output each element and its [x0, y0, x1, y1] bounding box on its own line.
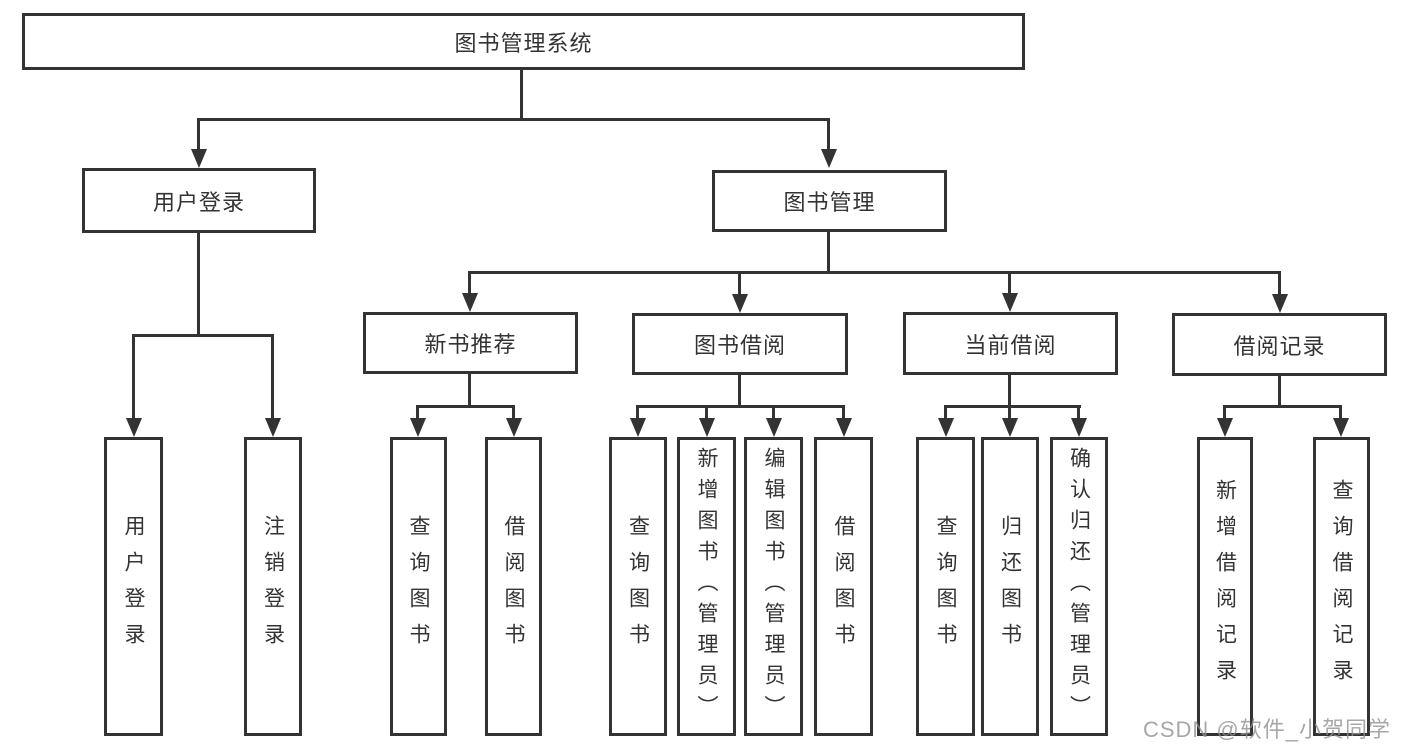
node-new-book-recommend: 新书推荐	[363, 312, 578, 374]
connector-line	[197, 118, 830, 121]
connector-line	[738, 271, 741, 297]
leaf-edit-books-admin: 编辑图书（管理员）	[744, 437, 803, 736]
arrow-down-icon	[1071, 418, 1087, 437]
connector-line	[636, 405, 639, 422]
leaf-borrow-books-recommend-label: 借阅图书	[502, 514, 525, 659]
node-current-borrow: 当前借阅	[903, 312, 1118, 375]
connector-line	[827, 118, 830, 152]
arrow-down-icon	[410, 418, 426, 437]
connector-line	[705, 405, 708, 422]
connector-line	[520, 70, 523, 118]
connector-line	[468, 271, 471, 297]
leaf-add-books-admin: 新增图书（管理员）	[677, 437, 736, 736]
leaf-return-books-label: 归还图书	[998, 514, 1022, 659]
leaf-confirm-return-admin-label: 确认归还（管理员）	[1067, 447, 1091, 726]
leaf-add-borrow-record: 新增借阅记录	[1197, 437, 1253, 736]
connector-line	[1223, 405, 1342, 408]
connector-line	[197, 118, 200, 152]
leaf-user-login: 用户登录	[104, 437, 163, 736]
connector-line	[1077, 405, 1080, 422]
arrow-down-icon	[1002, 293, 1018, 312]
leaf-logout: 注销登录	[244, 437, 302, 736]
arrow-down-icon	[191, 149, 207, 168]
leaf-add-borrow-record-label: 新增借阅记录	[1213, 478, 1237, 695]
leaf-query-borrow-record-label: 查询借阅记录	[1330, 478, 1353, 695]
connector-line	[772, 405, 775, 422]
arrow-down-icon	[1272, 294, 1288, 313]
connector-line	[197, 233, 200, 336]
arrow-down-icon	[630, 418, 646, 437]
leaf-borrow-books-label: 借阅图书	[832, 514, 855, 659]
connector-line	[1008, 271, 1011, 297]
arrow-down-icon	[506, 418, 522, 437]
arrow-down-icon	[265, 418, 281, 437]
leaf-query-borrow-record: 查询借阅记录	[1313, 437, 1370, 736]
leaf-query-books-recommend-label: 查询图书	[407, 514, 430, 659]
connector-line	[827, 232, 830, 273]
node-library-system-root: 图书管理系统	[22, 13, 1025, 70]
arrow-down-icon	[462, 293, 478, 312]
arrow-down-icon	[699, 418, 715, 437]
arrow-down-icon	[1217, 418, 1233, 437]
csdn-watermark: CSDN @软件_小贺同学	[1142, 717, 1391, 742]
leaf-logout-label: 注销登录	[261, 514, 285, 659]
node-book-borrow: 图书借阅	[632, 313, 848, 375]
arrow-down-icon	[821, 149, 837, 168]
node-borrow-records: 借阅记录	[1172, 313, 1387, 376]
leaf-add-books-admin-label: 新增图书（管理员）	[695, 447, 718, 726]
arrow-down-icon	[766, 418, 782, 437]
leaf-confirm-return-admin: 确认归还（管理员）	[1050, 437, 1108, 736]
leaf-query-books-borrow: 查询图书	[609, 437, 667, 736]
connector-line	[1008, 405, 1011, 422]
leaf-edit-books-admin-label: 编辑图书（管理员）	[762, 447, 785, 726]
connector-line	[132, 334, 135, 422]
connector-line	[1223, 405, 1226, 422]
leaf-query-books-current: 查询图书	[916, 437, 975, 736]
connector-line	[468, 271, 1281, 274]
leaf-user-login-label: 用户登录	[122, 514, 145, 659]
leaf-return-books: 归还图书	[981, 437, 1039, 736]
leaf-query-books-recommend: 查询图书	[390, 437, 447, 736]
connector-line	[1278, 271, 1281, 297]
connector-line	[416, 405, 419, 422]
leaf-borrow-books-recommend: 借阅图书	[485, 437, 542, 736]
arrow-down-icon	[836, 418, 852, 437]
leaf-query-books-current-label: 查询图书	[934, 514, 957, 659]
node-book-management: 图书管理	[712, 170, 947, 232]
leaf-query-books-borrow-label: 查询图书	[626, 514, 650, 659]
connector-line	[738, 375, 741, 408]
connector-line	[512, 405, 515, 422]
arrow-down-icon	[1002, 418, 1018, 437]
connector-line	[1339, 405, 1342, 422]
arrow-down-icon	[126, 418, 142, 437]
arrow-down-icon	[1333, 418, 1349, 437]
leaf-borrow-books: 借阅图书	[814, 437, 873, 736]
connector-line	[1278, 376, 1281, 408]
connector-line	[468, 374, 471, 408]
connector-line	[842, 405, 845, 422]
connector-line	[636, 405, 845, 408]
connector-line	[132, 334, 274, 337]
connector-line	[271, 334, 274, 422]
connector-line	[1008, 375, 1011, 408]
connector-line	[944, 405, 947, 422]
node-user-login: 用户登录	[82, 168, 316, 233]
connector-line	[944, 405, 1081, 408]
arrow-down-icon	[732, 294, 748, 313]
arrow-down-icon	[938, 418, 954, 437]
connector-line	[416, 405, 515, 408]
